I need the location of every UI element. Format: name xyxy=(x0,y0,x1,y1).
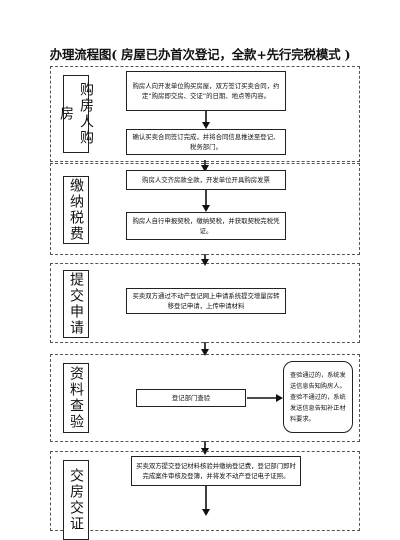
section-apply: 提交申请 买卖双方通过不动产登记网上申请系统提交增量房转移登记申请，上传申请材料 xyxy=(50,263,360,343)
page-title: 办理流程图( 房屋已办首次登记，全款+先行完税模式 ) xyxy=(49,47,351,62)
step-online-application: 买卖双方通过不动产登记网上申请系统提交增量房转移登记申请，上传申请材料 xyxy=(126,288,286,314)
arrow-down-icon xyxy=(201,342,209,356)
step-deed-tax: 购房人自行申报契税，缴纳契税，并获取契税完税凭证。 xyxy=(126,212,286,240)
section-label-purchase: 购房人购房 xyxy=(58,75,94,153)
section-verify: 资料查验 登记部门查验 查验通过的，系统发送信息告知购房人。查验不通过的，系统发… xyxy=(50,354,360,442)
section-label-verify: 资料查验 xyxy=(63,363,89,433)
section-handover: 交房交证 买卖双方提交登记材料核验并缴纳登记费，登记部门即时完成案件审核及登簿，… xyxy=(50,451,360,540)
step-push-contract-info: 确认买卖合同签订完成，并将合同信息推送至登记、税务部门。 xyxy=(126,129,286,155)
section-label-tax: 缴纳税费 xyxy=(63,176,89,244)
arrow-right-icon xyxy=(247,394,283,402)
section-label-apply: 提交申请 xyxy=(63,270,89,338)
section-label-handover: 交房交证 xyxy=(63,460,89,540)
arrow-down-icon xyxy=(201,254,209,266)
section-tax: 缴纳税费 购房人交齐房款全款，开发单位开具购房发票 购房人自行申报契税，缴纳契税… xyxy=(50,163,360,255)
step-submit-and-certify: 买卖双方提交登记材料核验并缴纳登记费，登记部门即时完成案件审核及登簿，并将发不动… xyxy=(131,456,301,486)
arrow-down-icon xyxy=(202,111,210,129)
step-sign-contract: 购房人向开发单位购买房屋，双方签订买卖合同，约定“购房即交房、交证”的日期、地点… xyxy=(126,71,286,111)
section-purchase: 购房人购房 购房人向开发单位购买房屋，双方签订买卖合同，约定“购房即交房、交证”… xyxy=(50,66,360,162)
verify-result-note: 查验通过的，系统发送信息告知购房人。查验不通过的，系统发送信息告知补正材料要求。 xyxy=(283,361,353,433)
step-pay-full-invoice: 购房人交齐房款全款，开发单位开具购房发票 xyxy=(126,170,286,190)
arrow-down-icon xyxy=(202,486,210,516)
step-registry-verify: 登记部门查验 xyxy=(136,389,246,407)
arrow-down-icon xyxy=(202,190,210,212)
